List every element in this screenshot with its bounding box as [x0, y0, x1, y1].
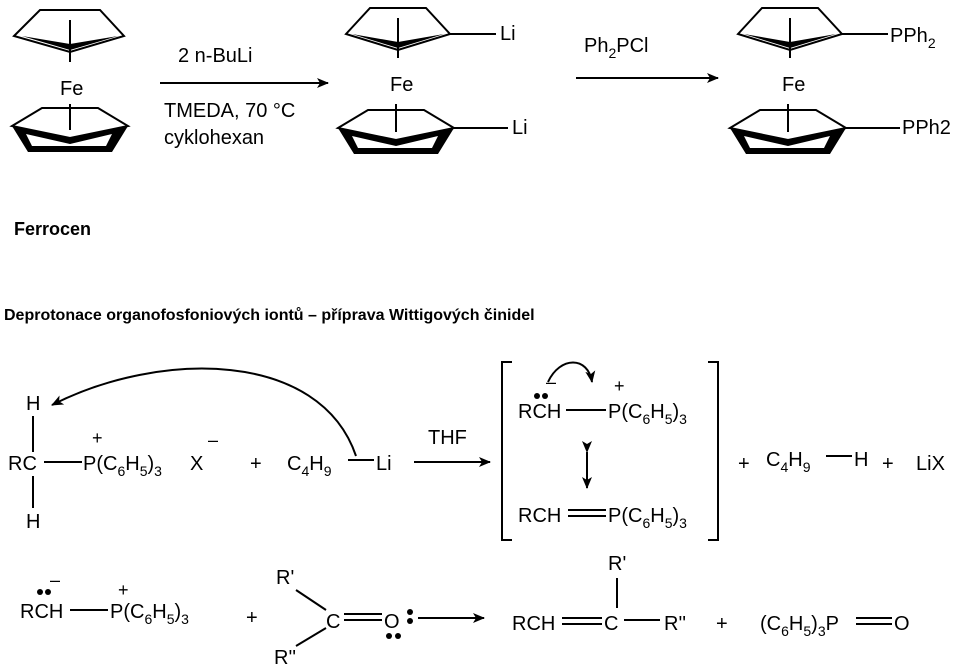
- carbonyl-compound: R' C R'' O: [274, 567, 413, 668]
- svg-text:C: C: [604, 613, 618, 635]
- section-heading: Deprotonace organofosfoniových iontů – p…: [4, 307, 535, 324]
- li-bottom: Li: [512, 117, 528, 139]
- svg-text:+: +: [614, 376, 625, 396]
- reagent-ph2pcl-a: Ph2PCl: [584, 35, 649, 61]
- svg-text:(C6H5)3P: (C6H5)3P: [760, 613, 839, 639]
- phosphine-oxide: (C6H5)3P O: [760, 613, 910, 639]
- ylide-reactant: – + RCH P(C6H5)3: [20, 570, 189, 627]
- butyllithium: C4H9 Li: [287, 453, 392, 479]
- butane-byproduct: C4H9 H: [766, 449, 868, 475]
- ferrocene-molecule: Fe: [9, 9, 131, 152]
- cp-ring-top: [12, 9, 126, 54]
- plus-sign-4: +: [246, 607, 258, 629]
- pph2-bottom: PPh2: [902, 117, 951, 139]
- x-anion: X: [190, 453, 203, 475]
- plus-sign-3: +: [882, 453, 894, 475]
- solvent-thf: THF: [428, 427, 467, 449]
- minus-charge: –: [208, 430, 218, 450]
- alkene-product: RCH C R' R'': [512, 553, 686, 635]
- ferrocen-name: Ferrocen: [14, 219, 91, 239]
- svg-text:R': R': [608, 553, 626, 575]
- conditions-line2: cyklohexan: [164, 127, 264, 149]
- svg-text:RCH: RCH: [518, 401, 561, 423]
- ylide-form-1: – + RCH P(C6H5)3: [518, 361, 687, 427]
- svg-text:H: H: [854, 449, 868, 471]
- svg-text:P(C6H5)3: P(C6H5)3: [110, 601, 189, 627]
- svg-text:P(C6H5)3: P(C6H5)3: [608, 505, 687, 531]
- lix-label: LiX: [916, 453, 945, 475]
- svg-text:RCH: RCH: [518, 505, 561, 527]
- svg-text:–: –: [50, 570, 60, 590]
- svg-text:P(C6H5)3: P(C6H5)3: [608, 401, 687, 427]
- svg-text:R'': R'': [664, 613, 686, 635]
- phosphonium-salt: H RC H + P(C6H5)3 X –: [8, 393, 218, 533]
- plus-sign-5: +: [716, 613, 728, 635]
- bracket-left: [501, 361, 512, 541]
- svg-text:R'': R'': [274, 647, 296, 668]
- svg-text:C4H9: C4H9: [287, 453, 332, 479]
- pph2-top: PPh2: [890, 25, 936, 51]
- dilithioferrocene-molecule: Li Fe Li: [335, 7, 528, 154]
- fe-label-3: Fe: [782, 74, 805, 96]
- li-top: Li: [500, 23, 516, 45]
- svg-text:RCH: RCH: [20, 601, 63, 623]
- h-bottom: H: [26, 511, 40, 533]
- svg-text:O: O: [894, 613, 910, 635]
- curved-arrow-deprotonation: [51, 367, 357, 457]
- h-top: H: [26, 393, 40, 415]
- li-label: Li: [376, 453, 392, 475]
- fe-label-1: Fe: [60, 78, 83, 100]
- conditions-line1: TMEDA, 70 °C: [164, 100, 295, 122]
- svg-text:–: –: [546, 372, 556, 392]
- ylide-form-2: RCH P(C6H5)3: [518, 505, 687, 531]
- svg-text:R': R': [276, 567, 294, 589]
- plus-charge: +: [92, 428, 103, 448]
- bracket-right: [708, 361, 719, 541]
- p-c6h5-3: P(C6H5)3: [83, 453, 162, 479]
- reagent-nbuli: 2 n-BuLi: [178, 45, 253, 67]
- svg-text:+: +: [118, 580, 129, 600]
- svg-text:RCH: RCH: [512, 613, 555, 635]
- svg-text:C4H9: C4H9: [766, 449, 811, 475]
- plus-sign-1: +: [250, 453, 262, 475]
- rc-label: RC: [8, 453, 37, 475]
- svg-text:O: O: [384, 611, 400, 633]
- dppf-molecule: PPh2 Fe PPh2: [727, 7, 951, 154]
- fe-label-2: Fe: [390, 74, 413, 96]
- svg-text:C: C: [326, 611, 340, 633]
- plus-sign-2: +: [738, 453, 750, 475]
